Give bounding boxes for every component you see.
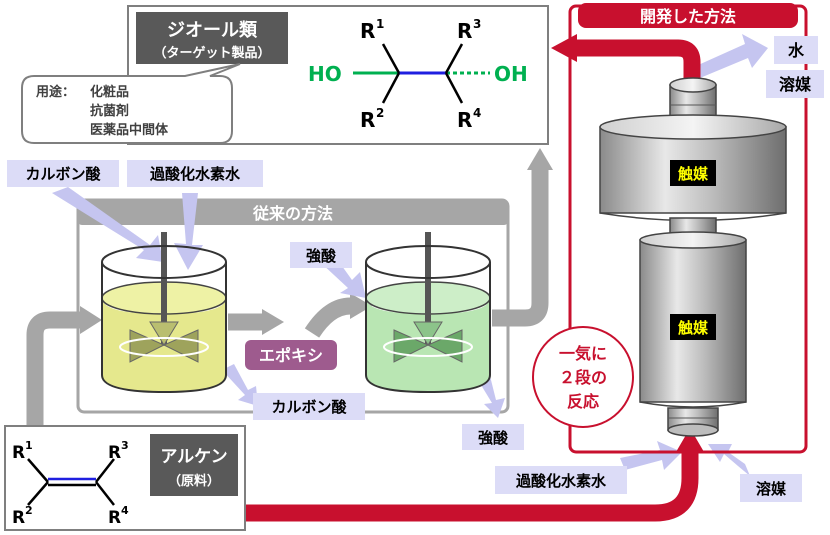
conventional-arrow-heads <box>80 148 553 335</box>
lavender-arrows <box>52 34 768 476</box>
reagent-strong-acid-text: 強酸 <box>306 247 337 265</box>
input-solvent-text: 溶媒 <box>756 480 787 498</box>
reagent-peroxide-text: 過酸化水素水 <box>149 165 241 183</box>
alkene-r3: R <box>108 443 121 463</box>
diol-r1-sup: 1 <box>376 17 384 31</box>
catalyst-bottom-label: 触媒 <box>670 314 716 340</box>
alkene-r2-sup: 2 <box>25 504 33 517</box>
alkene-subtitle: （原料） <box>168 473 220 489</box>
usage-item-pharma: 医薬品中間体 <box>90 122 169 138</box>
note-line-3: 反応 <box>567 392 599 411</box>
usage-callout: 用途： 化粧品 抗菌剤 医薬品中間体 <box>21 63 241 144</box>
diol-r3-sup: 3 <box>473 17 481 31</box>
reagent-carboxylic-label: カルボン酸 <box>7 160 119 187</box>
alkene-title: アルケン <box>160 447 227 467</box>
input-peroxide-text: 過酸化水素水 <box>515 472 607 490</box>
diol-r4: R <box>457 108 472 132</box>
usage-item-antibacterial: 抗菌剤 <box>90 103 129 119</box>
alkene-r4-sup: 4 <box>121 504 129 517</box>
one-shot-reaction-note: 一気に ２段の 反応 <box>532 326 634 428</box>
reagent-strong-acid-label: 強酸 <box>290 242 352 268</box>
flow-reactor <box>599 77 787 437</box>
byproduct-strong-acid-text: 強酸 <box>478 429 509 447</box>
output-solvent-label: 溶媒 <box>766 70 824 98</box>
byproduct-carboxylic-text: カルボン酸 <box>271 398 347 416</box>
conventional-method-title: 従来の方法 <box>252 204 333 223</box>
byproduct-carboxylic-label: カルボン酸 <box>253 393 365 420</box>
output-water-label: 水 <box>774 36 818 64</box>
byproduct-strong-acid-label: 強酸 <box>462 424 524 450</box>
note-line-1: 一気に <box>559 344 607 363</box>
beaker-1 <box>101 232 227 394</box>
note-line-2: ２段の <box>559 368 607 387</box>
alkene-r1: R <box>12 443 25 463</box>
catalyst-top-label: 触媒 <box>670 160 716 186</box>
epoxy-intermediate-label: エポキシ <box>245 340 337 370</box>
developed-method-title: 開発した方法 <box>640 7 736 26</box>
alkene-r1-sup: 1 <box>25 439 33 452</box>
usage-label: 用途： <box>35 84 75 100</box>
diol-oh-left: HO <box>308 62 342 86</box>
catalyst-bottom-text: 触媒 <box>678 319 709 337</box>
product-subtitle: （ターゲット製品） <box>153 45 270 61</box>
diol-r2-sup: 2 <box>376 106 384 120</box>
diol-oh-right: OH <box>494 62 528 86</box>
output-water-text: 水 <box>788 41 805 60</box>
product-title: ジオール類 <box>167 20 258 41</box>
reagent-carboxylic-text: カルボン酸 <box>25 165 101 183</box>
alkene-r2: R <box>12 508 25 528</box>
alkene-r4: R <box>108 508 121 528</box>
diol-r1: R <box>360 19 375 43</box>
diol-r4-sup: 4 <box>473 106 481 120</box>
diol-r3: R <box>457 19 472 43</box>
reagent-peroxide-label: 過酸化水素水 <box>127 160 263 187</box>
input-peroxide-label: 過酸化水素水 <box>495 466 627 494</box>
diol-r2: R <box>360 108 375 132</box>
epoxy-text: エポキシ <box>259 346 323 365</box>
developed-flow-arrows <box>245 39 701 522</box>
alkene-r3-sup: 3 <box>121 439 129 452</box>
input-solvent-label: 溶媒 <box>740 474 802 502</box>
beaker-2 <box>365 232 491 394</box>
catalyst-top-text: 触媒 <box>678 165 709 183</box>
developed-method-frame: 開発した方法 <box>568 3 808 454</box>
diol-structure: HO OH R 1 R 2 R 3 R 4 <box>308 17 528 132</box>
alkene-structure: R 1 R 2 R 3 R 4 <box>12 439 129 528</box>
output-solvent-text: 溶媒 <box>779 75 812 94</box>
usage-item-cosmetics: 化粧品 <box>90 84 129 100</box>
conventional-flow-arrows <box>26 170 549 425</box>
